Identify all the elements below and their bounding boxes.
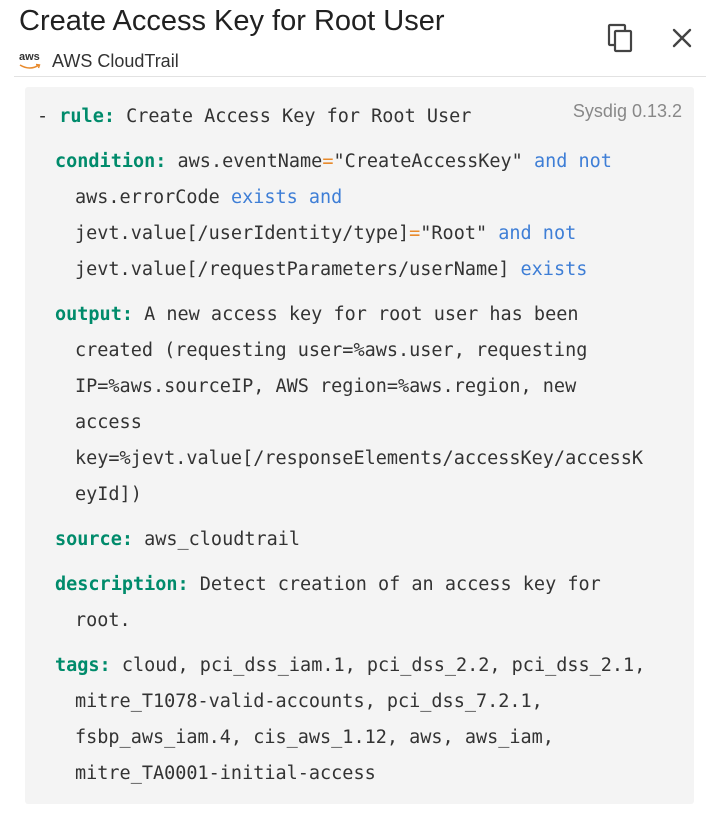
page-title: Create Access Key for Root User xyxy=(19,5,445,37)
output-key: output: xyxy=(55,304,133,325)
description-line-1: description: Detect creation of an acces… xyxy=(55,574,601,595)
source-key: source: xyxy=(55,529,133,550)
rule-key: rule: xyxy=(59,106,115,127)
provider-name: AWS CloudTrail xyxy=(52,50,179,71)
output-line-5: key=%jevt.value[/responseElements/access… xyxy=(75,448,644,469)
condition-key: condition: xyxy=(55,151,167,172)
header-divider xyxy=(14,76,706,77)
tags-line-1: tags: cloud, pci_dss_iam.1, pci_dss_2.2,… xyxy=(55,655,646,676)
rule-name: Create Access Key for Root User xyxy=(126,106,472,127)
aws-logo-icon: aws xyxy=(19,51,43,71)
condition-line-4: jevt.value[/requestParameters/userName] … xyxy=(75,259,588,280)
close-button[interactable] xyxy=(664,20,700,56)
rule-panel: Sysdig 0.13.2 - rule: Create Access Key … xyxy=(25,87,694,804)
tags-line-3: fsbp_aws_iam.4, cis_aws_1.12, aws, aws_i… xyxy=(75,727,554,748)
output-line-1: output: A new access key for root user h… xyxy=(55,304,579,325)
condition-line-1: condition: aws.eventName="CreateAccessKe… xyxy=(55,151,612,172)
provider-line: aws AWS CloudTrail xyxy=(19,50,179,72)
description-line-2: root. xyxy=(75,610,131,631)
output-line-6: eyId]) xyxy=(75,484,142,505)
dialog-header: Create Access Key for Root User aws AWS … xyxy=(0,0,706,76)
copy-icon xyxy=(607,23,633,53)
tags-line-4: mitre_TA0001-initial-access xyxy=(75,763,376,784)
description-key: description: xyxy=(55,574,189,595)
copy-button[interactable] xyxy=(603,20,639,56)
condition-line-2: aws.errorCode exists and xyxy=(75,187,343,208)
close-icon xyxy=(672,28,692,48)
output-line-2: created (requesting user=%aws.user, requ… xyxy=(75,340,588,361)
output-line-4: access xyxy=(75,412,142,433)
tags-key: tags: xyxy=(55,655,111,676)
version-label: Sysdig 0.13.2 xyxy=(572,101,682,121)
output-line-3: IP=%aws.sourceIP, AWS region=%aws.region… xyxy=(75,376,577,397)
tags-line-2: mitre_T1078-valid-accounts, pci_dss_7.2.… xyxy=(75,691,543,712)
rule-line: - rule: Create Access Key for Root User xyxy=(37,106,472,127)
condition-line-3: jevt.value[/userIdentity/type]="Root" an… xyxy=(75,223,577,244)
source-line: source: aws_cloudtrail xyxy=(55,529,301,550)
